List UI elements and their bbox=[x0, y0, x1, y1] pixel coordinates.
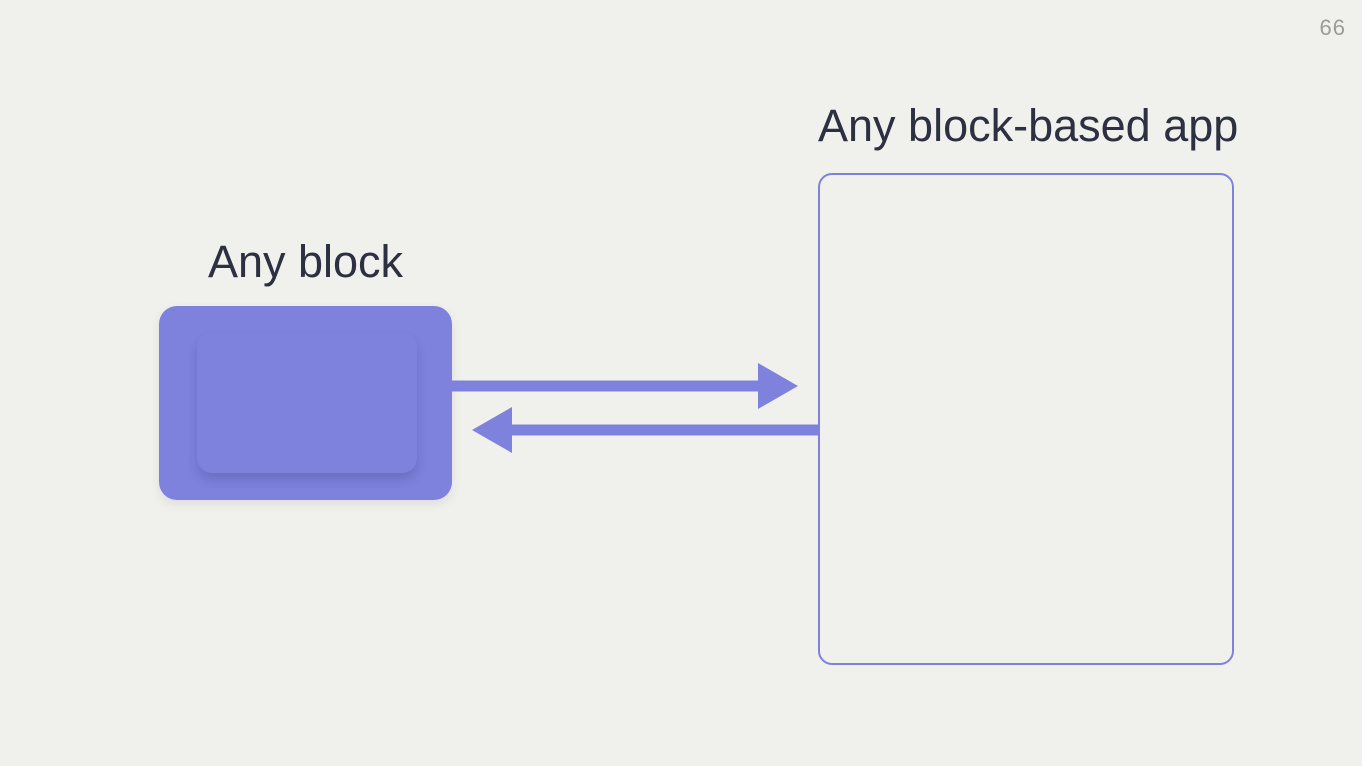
app-outline-box bbox=[818, 173, 1234, 665]
block-label: Any block bbox=[207, 236, 404, 287]
arrow-left-icon bbox=[472, 407, 818, 453]
page-number: 66 bbox=[1319, 15, 1346, 40]
any-block-inner-panel bbox=[197, 332, 417, 473]
app-title: Any block-based app bbox=[818, 100, 1239, 151]
arrow-right-icon bbox=[452, 363, 798, 409]
any-block-box bbox=[159, 306, 452, 500]
